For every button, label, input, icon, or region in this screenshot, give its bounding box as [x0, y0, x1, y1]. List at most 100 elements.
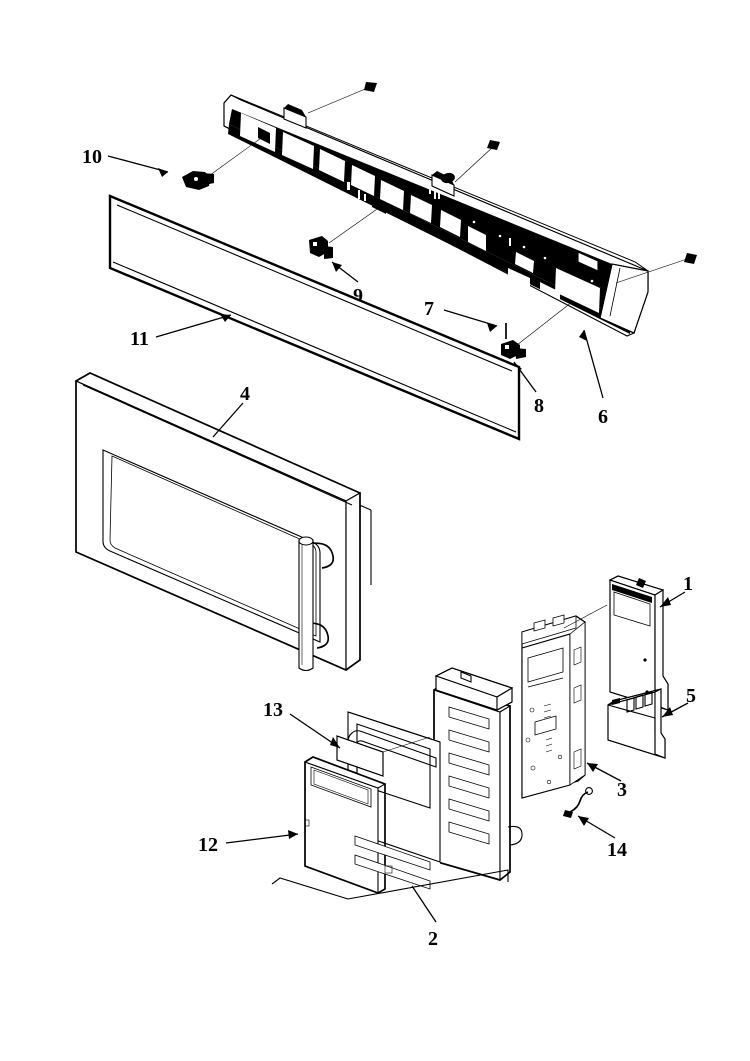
trim-strip-crease-top [116, 204, 513, 372]
callout-14-label: 14 [607, 839, 627, 861]
board-rail-slot-3 [573, 748, 582, 770]
panel-window-4 [351, 165, 375, 196]
callout-13-arrow [330, 737, 340, 748]
panel-bracket-right-knob [441, 172, 455, 184]
callout-14: 14 [577, 815, 627, 861]
board-pin-row [543, 703, 553, 753]
callout-1-arrow [660, 597, 671, 607]
part-3-control-board-bracket [521, 604, 608, 799]
cover-display-recess [613, 591, 651, 627]
callout-2-leader [411, 885, 437, 923]
door-top-cap-outline [435, 667, 513, 711]
board-comp-2 [525, 737, 531, 743]
cover-screw [636, 578, 646, 588]
clip-8-hole [505, 345, 509, 349]
door-top-cap-tab [460, 671, 472, 683]
clip-9-lead [328, 206, 381, 244]
clip-10-lead [205, 132, 269, 179]
panel-bracket-endcap [577, 251, 599, 272]
callout-9-label: 9 [353, 285, 363, 307]
trim-strip-outline [108, 194, 521, 441]
clip-10-tab [203, 173, 214, 185]
part-9-mounting-clip-center [309, 206, 381, 259]
part-10-mounting-clip-left [182, 132, 269, 190]
board-side-rail [569, 621, 586, 786]
callout-10-label: 10 [82, 146, 102, 168]
door-frame-edge-h2 [82, 384, 353, 506]
callout-1-label: 1 [683, 573, 693, 595]
board-comp-1 [529, 707, 535, 713]
relay-outline [607, 688, 666, 759]
panel-mount-tab-center [372, 197, 386, 214]
board-to-cover-lead [563, 604, 608, 629]
clip-8-lead [516, 301, 573, 346]
callout-5-arrow [662, 707, 673, 717]
part-2-door-assembly [271, 667, 523, 900]
clip-9-tab [324, 246, 333, 259]
callout-11-label: 11 [130, 328, 149, 350]
part-1-cover-assembly [608, 575, 669, 711]
vent-slat-2 [448, 729, 490, 753]
callout-9: 9 [331, 261, 363, 307]
wire-terminal-top [585, 787, 593, 795]
control-panel-assembly [223, 94, 649, 337]
callout-12-leader [225, 833, 299, 844]
door-window-gasket [347, 730, 437, 853]
panel-bracket-upper-cap [284, 104, 306, 117]
callout-3-arrow [587, 763, 598, 772]
door-vent-slats [448, 706, 490, 845]
panel-window-3 [319, 149, 345, 182]
board-display-line [527, 677, 564, 688]
screw-lead-upper [307, 86, 371, 114]
door-handle-hook-top [307, 542, 335, 569]
panel-window-8 [468, 226, 486, 251]
clip-10-hole [194, 177, 198, 181]
door-frame-right-face [345, 492, 361, 672]
callout-9-arrow [332, 262, 342, 272]
screw-lead-mid [454, 145, 495, 183]
door-frame-outline [75, 372, 361, 671]
callout-2-label: 2 [428, 928, 438, 950]
screw-head-right [684, 253, 697, 264]
inner-panel-label-strip [310, 766, 372, 808]
callout-14-arrow [578, 816, 589, 826]
callout-10: 10 [82, 146, 169, 177]
trim-strip-crease-bottom [112, 261, 517, 433]
door-window-opening [102, 449, 321, 643]
panel-dot-2 [498, 234, 502, 238]
board-rail-slot-2 [573, 684, 582, 704]
panel-display-window [555, 268, 600, 313]
clip-9-body [309, 236, 328, 257]
end-cap-outline [599, 263, 649, 334]
callout-3: 3 [586, 762, 627, 801]
control-panel-bottom-edge [228, 124, 631, 334]
door-latch-hook [507, 825, 523, 846]
panel-bracket-upper [283, 107, 307, 129]
inner-panel-notch [304, 819, 310, 827]
vent-slat-5 [448, 798, 490, 822]
part-11-trim-strip [108, 194, 521, 441]
door-lower-strip-1 [354, 835, 431, 871]
callout-10-arrow [158, 168, 168, 177]
inner-door-panel-outline [304, 756, 386, 894]
panel-window-9 [515, 252, 534, 273]
screw-head-mid [487, 140, 500, 150]
panel-window-6 [410, 195, 432, 223]
vent-slat-4 [448, 775, 490, 799]
callout-11-leader [155, 314, 232, 338]
vent-slat-1 [448, 706, 490, 730]
callout-7-leader [443, 309, 498, 327]
door-handle-hook-bottom [302, 622, 330, 649]
callout-7: 7 [424, 298, 507, 339]
door-frame-edge-h [75, 380, 347, 502]
callout-11: 11 [130, 314, 232, 350]
board-display-cutout [527, 647, 564, 683]
callout-11-arrow [220, 314, 231, 322]
callout-6: 6 [579, 329, 608, 428]
callout-6-arrow [579, 330, 587, 341]
callout-8-label: 8 [534, 395, 544, 417]
part-14-wire-jumper [563, 787, 593, 818]
board-rail-slot-1 [573, 646, 582, 666]
